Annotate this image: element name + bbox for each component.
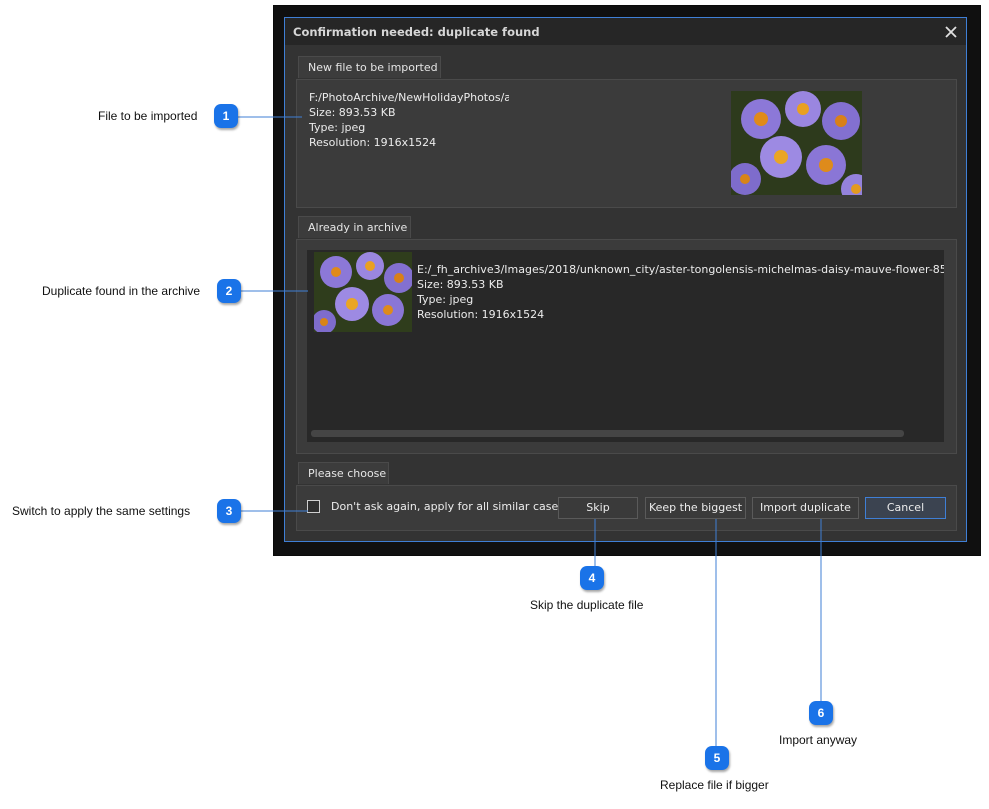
- annotation-6-text: Import anyway: [779, 733, 858, 747]
- archive-panel: E:/_fh_archive3/Images/2018/unknown_city…: [296, 239, 957, 454]
- dont-ask-again-checkbox[interactable]: [307, 500, 320, 513]
- skip-button[interactable]: Skip: [558, 497, 638, 519]
- tab-already-in-archive: Already in archive: [298, 216, 411, 238]
- close-icon[interactable]: [940, 21, 962, 43]
- duplicate-confirmation-dialog: Confirmation needed: duplicate found New…: [284, 17, 967, 542]
- archive-thumbnail: [314, 252, 412, 332]
- archive-file-size: Size: 893.53 KB: [417, 278, 504, 291]
- import-duplicate-button[interactable]: Import duplicate: [752, 497, 859, 519]
- annotation-6-badge: 6: [809, 701, 833, 725]
- new-file-type: Type: jpeg: [309, 121, 366, 134]
- new-file-path: F:/PhotoArchive/NewHolidayPhotos/a: [309, 91, 509, 104]
- annotation-3-text: Switch to apply the same settings: [12, 504, 191, 518]
- tab-new-file: New file to be imported: [298, 56, 441, 78]
- annotation-5-badge: 5: [705, 746, 729, 770]
- annotation-2-text: Duplicate found in the archive: [42, 284, 201, 298]
- dialog-titlebar: Confirmation needed: duplicate found: [285, 18, 966, 45]
- annotation-3-badge: 3: [217, 499, 241, 523]
- archive-file-resolution: Resolution: 1916x1524: [417, 308, 545, 321]
- cancel-button[interactable]: Cancel: [865, 497, 946, 519]
- choose-panel: Don't ask again, apply for all similar c…: [296, 485, 957, 531]
- new-file-panel: F:/PhotoArchive/NewHolidayPhotos/a Size:…: [296, 79, 957, 208]
- archive-file-path: E:/_fh_archive3/Images/2018/unknown_city…: [417, 263, 944, 276]
- dialog-title: Confirmation needed: duplicate found: [293, 25, 540, 39]
- annotation-1-text: File to be imported: [98, 109, 198, 123]
- annotation-4-badge: 4: [580, 566, 604, 590]
- keep-biggest-button[interactable]: Keep the biggest: [645, 497, 746, 519]
- archive-file-type: Type: jpeg: [417, 293, 474, 306]
- horizontal-scrollbar[interactable]: [311, 430, 904, 437]
- annotation-4-text: Skip the duplicate file: [530, 598, 644, 612]
- new-file-thumbnail: [731, 91, 862, 195]
- tab-please-choose: Please choose: [298, 462, 389, 484]
- new-file-resolution: Resolution: 1916x1524: [309, 136, 437, 149]
- archive-list[interactable]: E:/_fh_archive3/Images/2018/unknown_city…: [307, 250, 944, 442]
- dont-ask-again-label[interactable]: Don't ask again, apply for all similar c…: [331, 500, 564, 513]
- annotation-1-badge: 1: [214, 104, 238, 128]
- annotation-5-text: Replace file if bigger: [660, 778, 769, 792]
- annotation-2-badge: 2: [217, 279, 241, 303]
- new-file-size: Size: 893.53 KB: [309, 106, 396, 119]
